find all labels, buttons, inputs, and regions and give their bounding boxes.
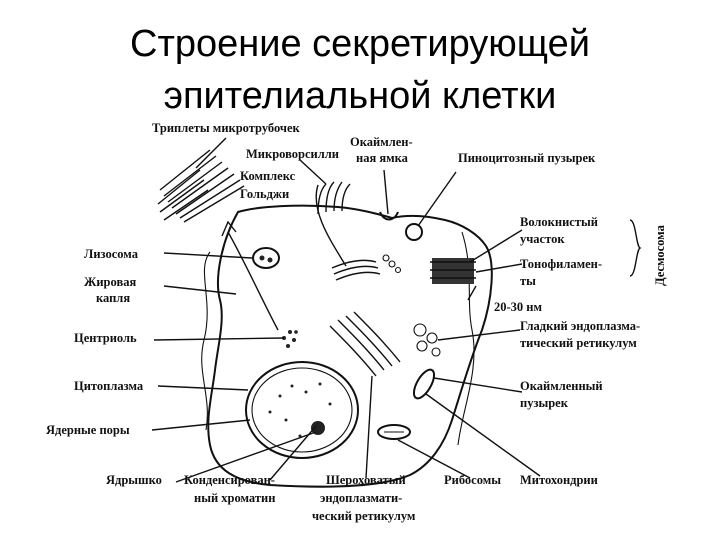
neighbour-cell-left bbox=[201, 251, 211, 431]
bordered-pit bbox=[379, 211, 399, 221]
label-fibrous-line-2: участок bbox=[520, 232, 565, 246]
nucleolus bbox=[311, 421, 325, 435]
label-tonofilaments-line-2: ты bbox=[520, 274, 536, 288]
microtubule-triplets bbox=[157, 149, 245, 223]
slide-title-line-2: эпителиальной клетки bbox=[163, 75, 557, 117]
label-golgi-line-1: Комплекс bbox=[240, 169, 296, 183]
label-20-30-nm: 20-30 нм bbox=[494, 300, 542, 314]
label-lipid-drop-line-2: капля bbox=[96, 291, 130, 305]
pinocytotic-vesicle bbox=[405, 223, 423, 241]
label-bordered-pit-line-2: ная ямка bbox=[356, 151, 409, 165]
slide-title-line-1: Строение секретирующей bbox=[130, 23, 590, 65]
label-rough-er-line-1: Шероховатый bbox=[326, 473, 406, 487]
label-tonofilaments-line-1: Тонофиламен- bbox=[520, 257, 602, 271]
leader-lines bbox=[151, 137, 642, 483]
label-chromatin-line-1: Конденсирован- bbox=[184, 473, 275, 487]
label-smooth-er-line-2: тический ретикулум bbox=[520, 336, 637, 350]
nuclear-envelope-inner bbox=[251, 367, 353, 453]
centriole-arrow bbox=[227, 231, 279, 331]
label-rough-er-line-2: эндоплазмати- bbox=[320, 491, 402, 505]
mitochondrion-2 bbox=[377, 424, 411, 440]
label-smooth-er-line-1: Гладкий эндоплазма- bbox=[520, 319, 640, 333]
label-nucleolus: Ядрышко bbox=[106, 473, 162, 487]
label-bordered-vesicle-line-1: Окаймленный bbox=[520, 379, 603, 393]
chromatin bbox=[268, 382, 332, 438]
label-microvilli: Микроворсилли bbox=[246, 147, 339, 161]
rough-er bbox=[329, 311, 401, 377]
label-bordered-pit-line-1: Окаймлен- bbox=[350, 135, 413, 149]
label-lipid-drop-line-1: Жировая bbox=[84, 275, 136, 289]
smooth-er bbox=[413, 323, 441, 357]
label-triplets: Триплеты микротрубочек bbox=[152, 121, 301, 135]
label-cytoplasm: Цитоплазма bbox=[74, 379, 144, 393]
label-chromatin-line-2: ный хроматин bbox=[194, 491, 275, 505]
label-rough-er-line-3: ческий ретикулум bbox=[312, 509, 416, 523]
arrow-head bbox=[221, 220, 237, 237]
label-bordered-vesicle-line-2: пузырек bbox=[520, 396, 569, 410]
label-golgi-line-2: Гольджи bbox=[240, 187, 289, 201]
label-nuclear-pores: Ядерные поры bbox=[46, 423, 130, 437]
label-mitochondria: Митохондрии bbox=[520, 473, 598, 487]
label-fibrous-line-1: Волокнистый bbox=[520, 215, 598, 229]
mitochondrion-1 bbox=[412, 368, 436, 400]
lysosome bbox=[252, 247, 280, 269]
golgi-complex bbox=[331, 254, 402, 281]
label-ribosomes: Рибосомы bbox=[444, 473, 501, 487]
label-desmosome: Десмосома bbox=[653, 224, 667, 286]
centriole bbox=[282, 330, 298, 348]
microvilli bbox=[317, 181, 351, 215]
desmosome-tonofilaments bbox=[430, 258, 476, 284]
label-pinocytotic-vesicle: Пиноцитозный пузырек bbox=[458, 151, 596, 165]
nucleus bbox=[245, 361, 359, 459]
label-centriole: Центриоль bbox=[74, 331, 137, 345]
label-lysosome: Лизосома bbox=[84, 247, 139, 261]
